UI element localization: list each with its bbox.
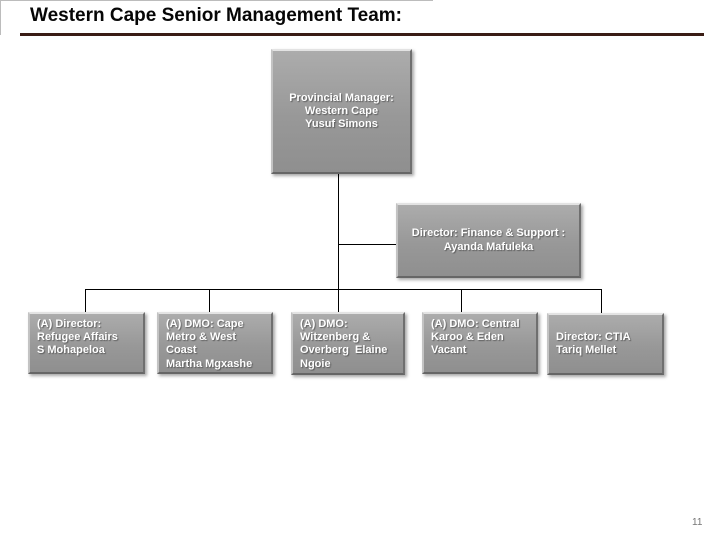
org-box-dmo-witzenberg-overberg: (A) DMO: Witzenberg & Overberg Elaine Ng… [291,312,405,375]
org-box-line: Coast [166,344,197,357]
page-number: 11 [692,517,703,528]
org-box-line: Director: Finance & Support : [411,227,566,240]
org-box-line: Martha Mgxashe [166,357,253,370]
slide-frame-top-edge [0,0,433,1]
org-box-provincial-manager: Provincial Manager: Western Cape Yusuf S… [271,49,412,174]
title-underline [20,33,704,36]
org-box-line: Ngoie [300,357,331,370]
org-box-line: Western Cape [304,104,379,117]
org-box-line: (A) DMO: Cape [166,318,244,330]
connector-drop-cape-metro [209,289,210,312]
org-box-line: Metro & West [166,331,237,344]
org-box-line: Ayanda Mafuleka [443,240,534,253]
org-box-director-ctia: Director: CTIA Tariq Mellet [547,313,664,375]
org-box-director-finance-support: Director: Finance & Support : Ayanda Maf… [396,203,581,278]
page-title: Western Cape Senior Management Team: [30,5,403,26]
org-box-line: (A) DMO: [300,318,348,330]
org-box-line: Witzenberg & [300,331,371,344]
org-box-dmo-central-karoo-eden: (A) DMO: Central Karoo & Eden Vacant [422,312,538,374]
org-box-line: Tariq Mellet [556,344,617,356]
org-box-line: Yusuf Simons [305,118,378,131]
org-box-line: Karoo & Eden [431,331,504,344]
org-box-line: Overberg Elaine [300,344,388,357]
org-box-line: Provincial Manager: [289,91,394,104]
connector-line-horizontal-bottom [85,289,602,290]
connector-drop-central-karoo [461,289,462,312]
connector-line-to-finance [338,244,396,245]
org-box-line: Director: CTIA [556,330,631,343]
org-box-line: S Mohapeloa [37,344,105,357]
connector-drop-ctia [601,289,602,313]
org-box-line: (A) Director: [37,318,102,330]
connector-drop-refugee-affairs [85,289,86,312]
connector-line-vertical-main [338,174,339,312]
slide-frame-left-edge [0,0,1,35]
org-box-line: Refugee Affairs [37,331,118,344]
org-box-director-refugee-affairs: (A) Director: Refugee Affairs S Mohapelo… [28,312,145,374]
org-box-dmo-cape-metro-west-coast: (A) DMO: Cape Metro & West Coast Martha … [157,312,273,374]
org-box-line: Vacant [431,344,467,357]
org-box-line: (A) DMO: Central [431,318,520,330]
